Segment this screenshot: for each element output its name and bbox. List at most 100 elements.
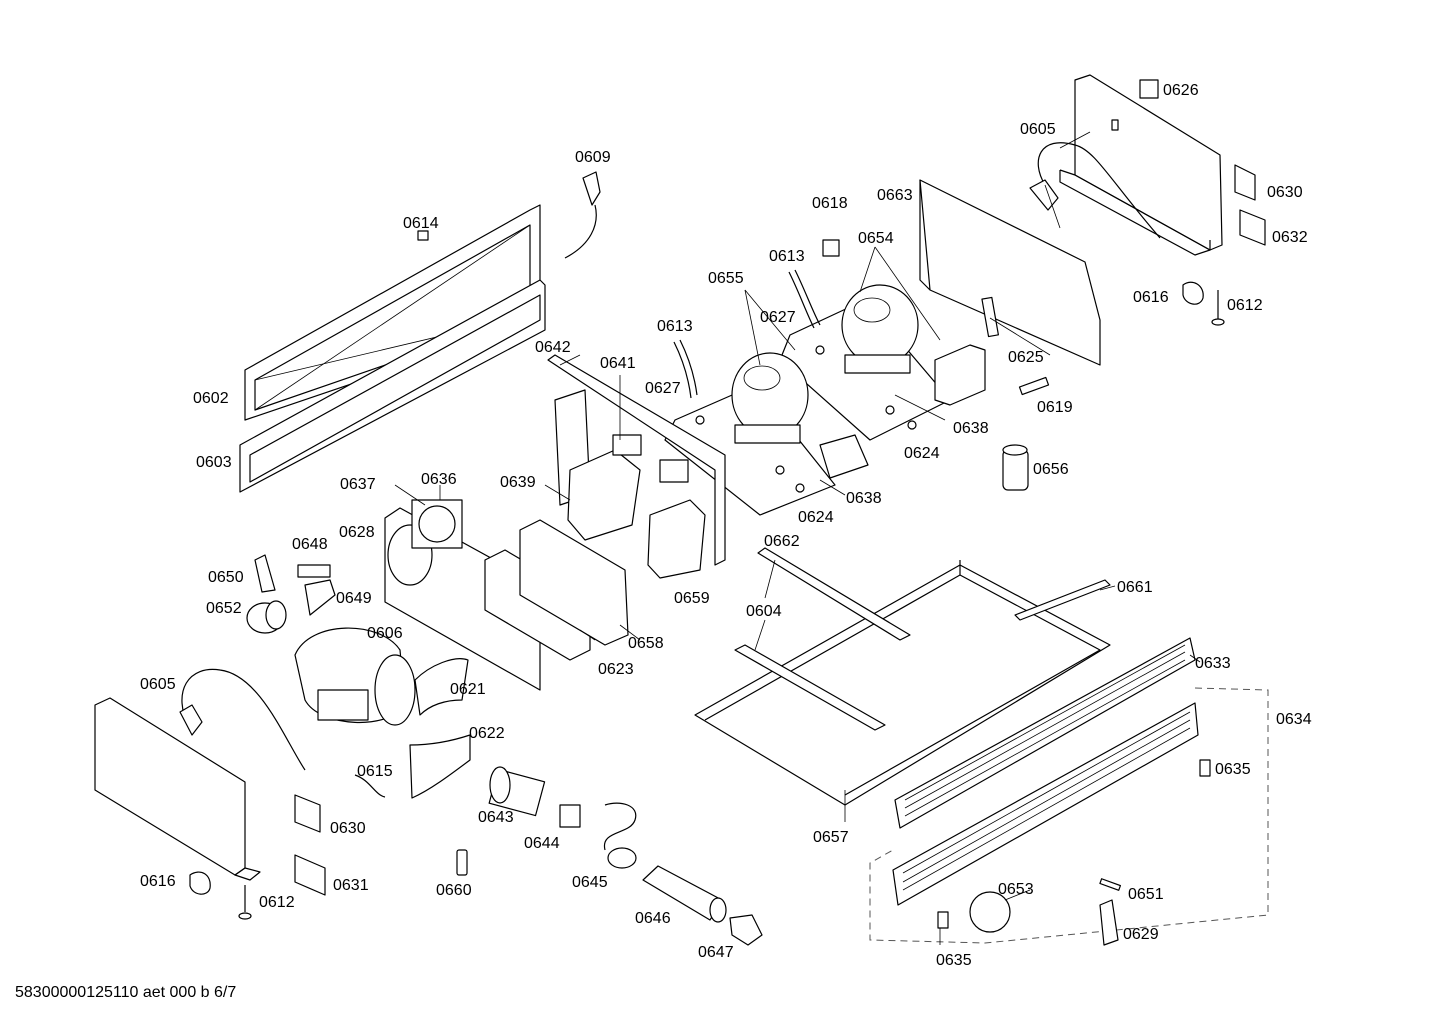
callout-0633: 0633 — [1195, 655, 1231, 672]
callout-0630-b: 0630 — [330, 820, 366, 837]
callout-0622: 0622 — [469, 725, 505, 742]
part-0630-cover-lower — [294, 794, 321, 833]
callout-0649: 0649 — [336, 590, 372, 607]
part-0616-clamp-lower — [189, 871, 211, 895]
callout-0609: 0609 — [575, 149, 611, 166]
part-0649-bracket — [304, 579, 336, 616]
callout-0655: 0655 — [708, 270, 744, 287]
part-0655-compressor-1 — [731, 352, 809, 444]
callout-0618: 0618 — [812, 195, 848, 212]
callout-0614: 0614 — [403, 215, 439, 232]
part-0657-base-frame — [694, 547, 1111, 806]
callout-0605-b: 0605 — [140, 676, 176, 693]
part-0646-water-filter — [642, 865, 727, 923]
part-0656-capacitor — [1002, 444, 1029, 491]
part-0613-tube-upper — [788, 269, 821, 329]
callout-0661: 0661 — [1117, 579, 1153, 596]
callout-0662: 0662 — [764, 533, 800, 550]
part-0645-valve-harness — [603, 802, 637, 869]
callout-0652: 0652 — [206, 600, 242, 617]
callout-0615: 0615 — [357, 763, 393, 780]
part-0603-lower-panel — [239, 279, 546, 493]
part-0635-clip-lower — [937, 911, 949, 929]
part-0631-cover — [294, 854, 326, 896]
callout-0629: 0629 — [1123, 926, 1159, 943]
part-0654-compressor-2 — [841, 284, 919, 374]
part-0635-clip-upper — [1199, 759, 1211, 777]
callout-0630: 0630 — [1267, 184, 1303, 201]
callout-0654: 0654 — [858, 230, 894, 247]
callout-0627-b: 0627 — [645, 380, 681, 397]
callout-0621: 0621 — [450, 681, 486, 698]
callout-0637: 0637 — [340, 476, 376, 493]
callout-0613-b: 0613 — [657, 318, 693, 335]
callout-0631: 0631 — [333, 877, 369, 894]
callout-0656: 0656 — [1033, 461, 1069, 478]
callout-0660: 0660 — [436, 882, 472, 899]
part-0619-terminal-strip — [1018, 376, 1050, 396]
leader-lines — [394, 131, 1201, 945]
callout-0642: 0642 — [535, 339, 571, 356]
part-0613-tube-lower — [673, 339, 698, 399]
part-0612-screw-lower — [238, 885, 252, 920]
part-0621-bracket — [414, 658, 469, 716]
callout-0612-b: 0612 — [259, 894, 295, 911]
part-0625-filter-drier — [981, 296, 999, 338]
part-0660-spacer — [456, 849, 468, 876]
callout-0604: 0604 — [746, 603, 782, 620]
callout-0645: 0645 — [572, 874, 608, 891]
part-0632-cover — [1239, 209, 1266, 246]
callout-0650: 0650 — [208, 569, 244, 586]
part-0652-cap — [246, 600, 287, 634]
part-0644-valve — [559, 804, 581, 828]
part-0638-relay-lower — [819, 434, 869, 479]
part-0636-fan — [411, 499, 463, 549]
dashed-group-outline-0634 — [869, 687, 1269, 944]
callout-0658: 0658 — [628, 635, 664, 652]
part-0626-clip — [1139, 79, 1159, 99]
callout-0639: 0639 — [500, 474, 536, 491]
document-id-footer: 58300000125110 aet 000 b 6/7 — [15, 984, 236, 1001]
callout-0632: 0632 — [1272, 229, 1308, 246]
callout-0635-b: 0635 — [936, 952, 972, 969]
callout-0647: 0647 — [698, 944, 734, 961]
part-0615-wire — [354, 774, 386, 798]
callout-0623: 0623 — [598, 661, 634, 678]
part-0658-cover — [519, 519, 629, 646]
callout-0657: 0657 — [813, 829, 849, 846]
callout-0659: 0659 — [674, 590, 710, 607]
part-0622-bracket — [409, 734, 471, 799]
callout-0628: 0628 — [339, 524, 375, 541]
part-0643-filter — [488, 766, 546, 817]
callout-0612: 0612 — [1227, 297, 1263, 314]
part-0633-upper-grille — [894, 637, 1196, 829]
part-0653-cap — [969, 891, 1011, 933]
callout-0603: 0603 — [196, 454, 232, 471]
callout-0613: 0613 — [769, 248, 805, 265]
part-0630-cover — [1234, 164, 1256, 201]
callout-0616: 0616 — [1133, 289, 1169, 306]
part-0638-electric-box-upper — [934, 344, 986, 406]
part-0606-fan-motor — [294, 627, 416, 726]
callout-0624-b: 0624 — [798, 509, 834, 526]
callout-0624: 0624 — [904, 445, 940, 462]
part-0612-screw — [1211, 290, 1225, 326]
callout-0602: 0602 — [193, 390, 229, 407]
part-top-right-bracket — [1029, 74, 1223, 256]
callout-0634: 0634 — [1276, 711, 1312, 728]
callout-0635: 0635 — [1215, 761, 1251, 778]
part-0618-relay — [822, 239, 840, 257]
callout-0653: 0653 — [998, 881, 1034, 898]
part-0629-cover — [1099, 899, 1119, 946]
callout-0641: 0641 — [600, 355, 636, 372]
callout-0646: 0646 — [635, 910, 671, 927]
callout-0638-b: 0638 — [846, 490, 882, 507]
part-left-bottom-bracket — [94, 668, 306, 881]
callout-0638: 0638 — [953, 420, 989, 437]
part-0647-cap — [729, 914, 763, 946]
part-0648-connector — [297, 564, 331, 578]
callout-0651: 0651 — [1128, 886, 1164, 903]
part-0650-bracket — [254, 554, 276, 593]
part-0651-clip — [1099, 878, 1122, 891]
